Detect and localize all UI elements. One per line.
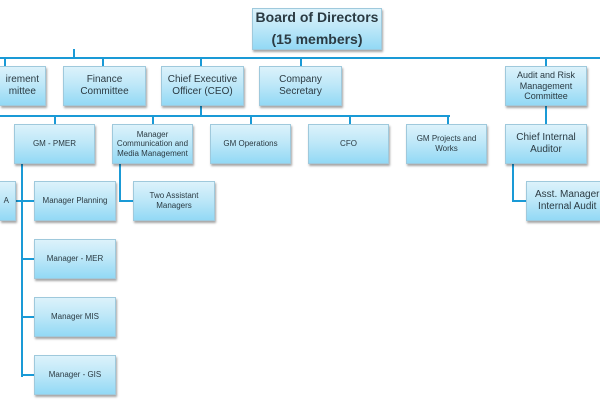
node-label: Asst. Manager [535, 189, 600, 200]
board-of-directors-node[interactable]: Board of Directors (15 members) [252, 8, 382, 50]
node-label: Manager - GIS [48, 370, 102, 380]
connector [4, 57, 6, 66]
node-label: Internal Audit [538, 201, 597, 212]
connector [200, 57, 202, 66]
gm-pmer-node[interactable]: GM - PMER [14, 124, 95, 164]
connector [21, 258, 34, 260]
node-label: Manager [136, 129, 169, 139]
connector [349, 115, 351, 124]
node-label: Two Assistant [149, 191, 199, 201]
pmer-report-a-node[interactable]: A [0, 181, 16, 221]
node-label: CFO [340, 139, 357, 149]
board-members: (15 members) [271, 31, 363, 47]
connector [16, 200, 34, 202]
node-label: Audit and Risk [516, 69, 576, 80]
node-label: Auditor [530, 144, 562, 155]
manager-mis-node[interactable]: Manager MIS [34, 297, 116, 337]
manager-planning-node[interactable]: Manager Planning [34, 181, 116, 221]
connector [54, 115, 56, 124]
connector [545, 57, 547, 66]
gm-operations-node[interactable]: GM Operations [210, 124, 291, 164]
node-label: Committee [524, 91, 568, 102]
connector [512, 200, 526, 202]
node-label: Company [279, 74, 322, 85]
board-title: Board of Directors [255, 9, 379, 26]
node-label: Media Management [117, 148, 188, 158]
connector [21, 316, 34, 318]
node-label: Manager MIS [50, 312, 100, 322]
connector [73, 49, 75, 58]
node-label: Chief Internal [516, 132, 576, 143]
node-label: Manager - MER [46, 254, 104, 264]
node-label: GM - PMER [32, 139, 77, 149]
connector [512, 164, 514, 202]
connector [250, 115, 252, 124]
node-label: mittee [8, 86, 36, 97]
connector [300, 57, 302, 66]
node-label: Communication and [116, 139, 189, 149]
node-label: Committee [80, 86, 129, 97]
connector [545, 106, 547, 124]
node-label: A [3, 196, 9, 206]
node-label: Chief Executive [167, 74, 238, 85]
connector [0, 115, 450, 117]
node-label: Works [435, 144, 458, 153]
node-label: Finance [86, 74, 123, 85]
connector [21, 374, 34, 376]
connector [102, 57, 104, 66]
manager-mer-node[interactable]: Manager - MER [34, 239, 116, 279]
node-label: Management [519, 80, 573, 91]
cfo-node[interactable]: CFO [308, 124, 389, 164]
node-label: irement [5, 74, 39, 85]
manager-gis-node[interactable]: Manager - GIS [34, 355, 116, 395]
node-label: GM Operations [223, 139, 278, 149]
connector [119, 200, 133, 202]
node-label: Secretary [279, 86, 322, 97]
node-label: Managers [156, 201, 192, 210]
node-label: Officer (CEO) [172, 86, 233, 97]
connector [119, 164, 121, 202]
connector [447, 115, 449, 124]
connector [200, 106, 202, 115]
connector [152, 115, 154, 124]
node-label: GM Projects and [416, 134, 477, 144]
node-label: Manager Planning [42, 196, 108, 206]
connector [21, 164, 23, 377]
